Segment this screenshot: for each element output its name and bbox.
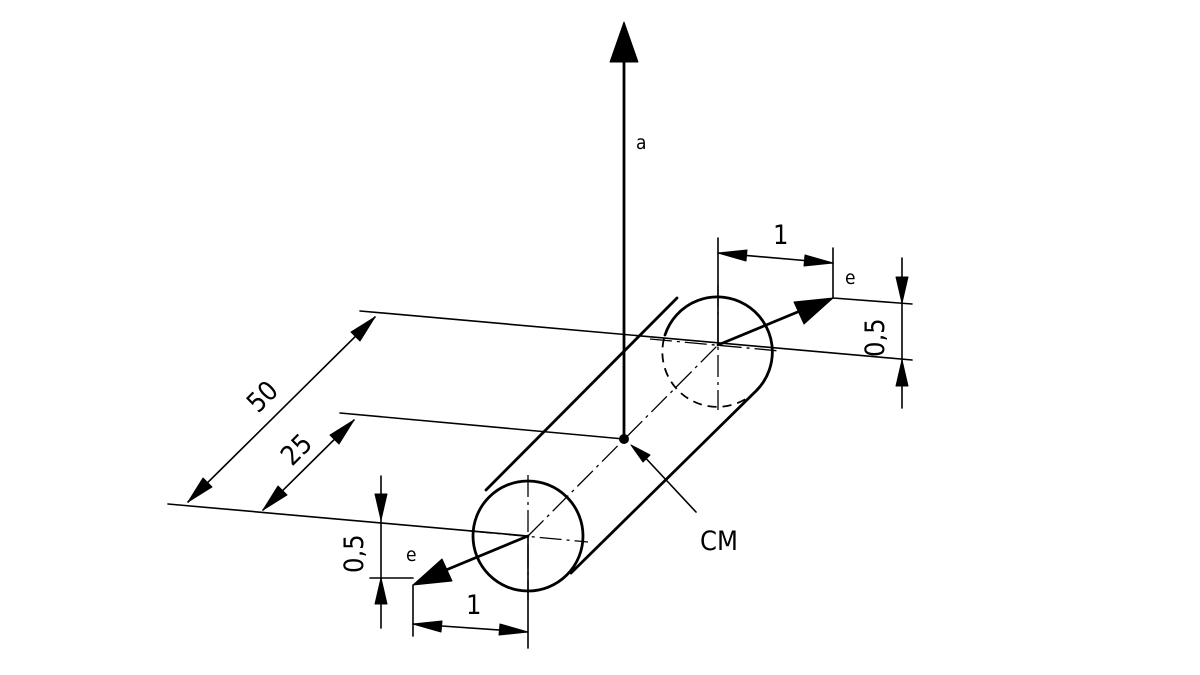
eccentricity-left-arrowhead (412, 558, 453, 586)
cm-leader-line (639, 451, 697, 513)
cm-label: CM (700, 526, 738, 557)
cylinder-outline-bottom (569, 388, 759, 575)
dimension-offset-bottom-label: 1 (466, 590, 481, 621)
eccentricity-vector-right: e (716, 267, 856, 347)
dimension-height-left-label: 0,5 (339, 534, 370, 573)
dimension-offset-top-label: 1 (773, 220, 788, 251)
eccentricity-vector-left: e (406, 534, 530, 586)
cylinder-end-back-visible (663, 295, 774, 392)
dimension-height-right: 0,5 (860, 257, 909, 409)
dimension-25: 25 (262, 419, 355, 511)
dimension-offset-top: 1 (717, 220, 834, 267)
acceleration-label: a (636, 132, 646, 154)
dimension-offset-bottom: 1 (412, 590, 529, 636)
eccentricity-right-label: e (845, 267, 856, 289)
acceleration-vector: a (609, 21, 646, 441)
cylinder-outline-top (484, 296, 679, 492)
acceleration-arrowhead (609, 21, 639, 63)
dimension-height-right-label: 0,5 (860, 318, 891, 357)
eccentricity-left-label: e (406, 544, 417, 566)
dimension-50: 50 (187, 316, 376, 503)
extension-lines (167, 237, 913, 649)
dimension-height-left: 0,5 (339, 475, 388, 629)
back-horizontal-center (649, 338, 781, 352)
center-of-mass: CM (619, 434, 738, 557)
center-of-mass-dot (619, 434, 629, 444)
front-horizontal-center (469, 530, 589, 543)
eccentricity-right-arrowhead (793, 297, 834, 325)
cm-leader-arrowhead (630, 444, 651, 463)
dimension-25-label: 25 (275, 428, 319, 472)
cylinder-end-back-hidden (661, 334, 758, 408)
